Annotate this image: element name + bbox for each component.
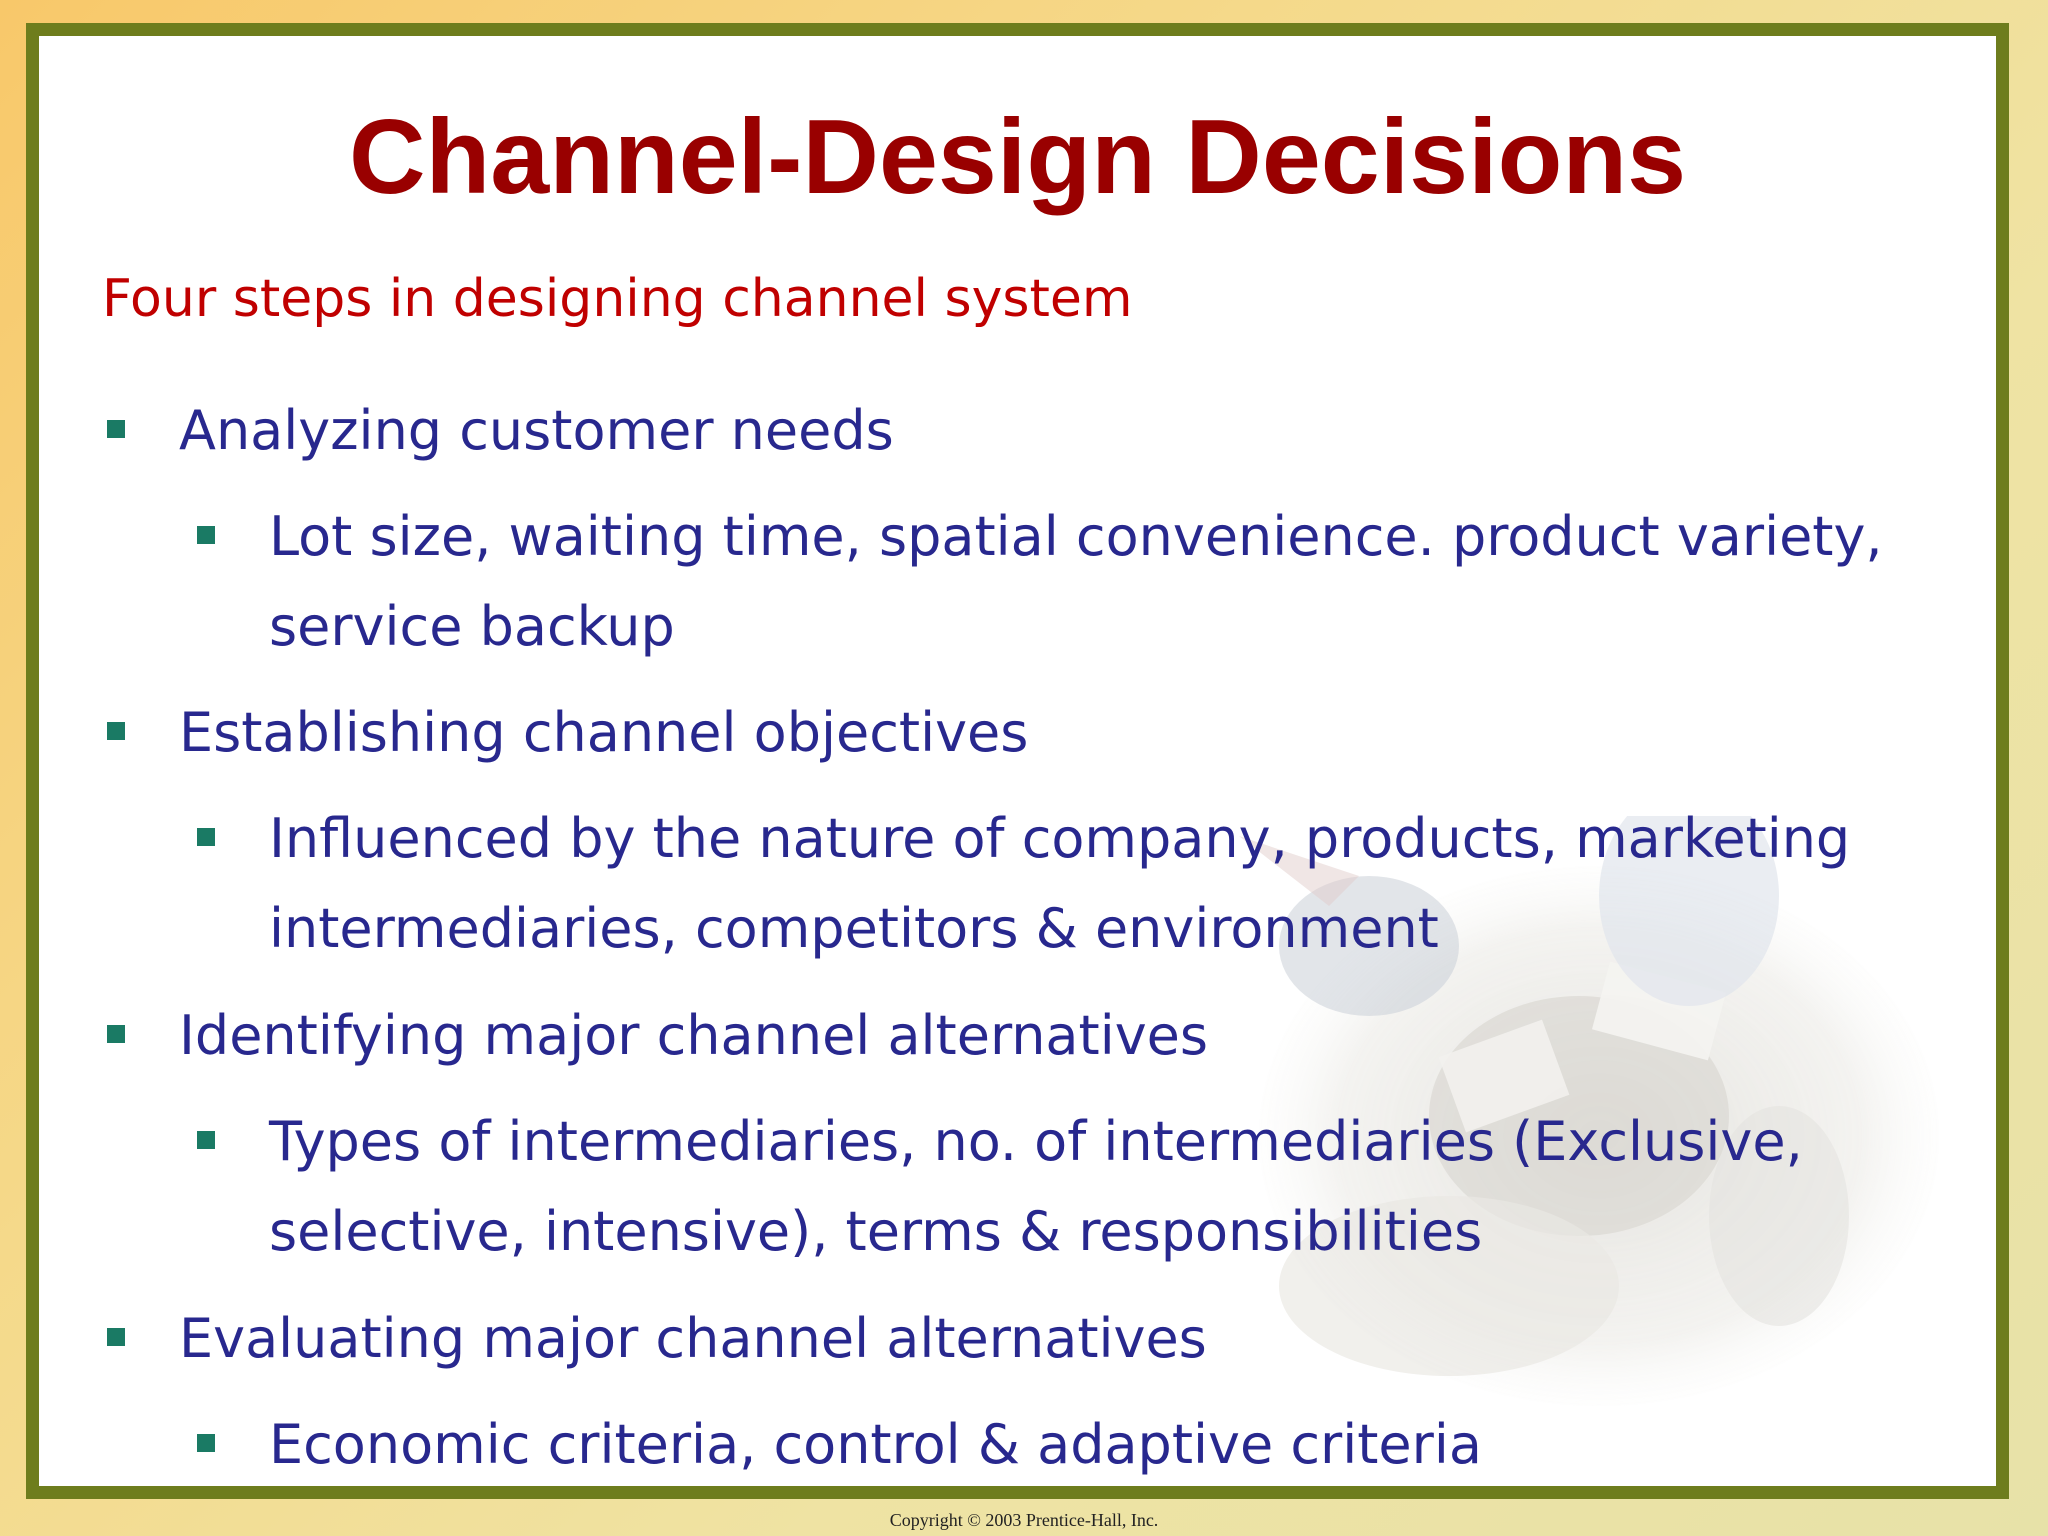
sub-item-text: Economic criteria, control & adaptive cr… <box>269 1413 1482 1476</box>
sub-item-text-line1: Influenced by the nature of company, pro… <box>269 807 1851 870</box>
sub-item-evaluation-criteria: Economic criteria, control & adaptive cr… <box>197 1400 1969 1486</box>
list-item-text: Evaluating major channel alternatives <box>179 1307 1207 1370</box>
sub-item-text-line1: Types of intermediaries, no. of intermed… <box>269 1110 1803 1173</box>
sub-item-text-line2: intermediaries, competitors & environmen… <box>269 897 1439 960</box>
copyright-notice: Copyright © 2003 Prentice-Hall, Inc. <box>889 1510 1159 1530</box>
sub-item-channel-objectives: Influenced by the nature of company, pro… <box>197 794 1969 974</box>
square-bullet-icon <box>197 1131 215 1149</box>
square-bullet-icon <box>197 1434 215 1452</box>
slide-title: Channel-Design Decisions <box>348 98 1687 216</box>
square-bullet-icon <box>107 420 125 438</box>
sub-item-text-line2: service backup <box>269 595 675 658</box>
sub-item-customer-needs: Lot size, waiting time, spatial convenie… <box>197 492 1969 672</box>
list-item-text: Establishing channel objectives <box>179 701 1029 764</box>
square-bullet-icon <box>107 1328 125 1346</box>
sub-item-text-line1: Lot size, waiting time, spatial convenie… <box>269 505 1883 568</box>
square-bullet-icon <box>197 828 215 846</box>
list-item-identifying-alternatives: Identifying major channel alternatives <box>107 991 1209 1081</box>
list-item-establishing-channel-objectives: Establishing channel objectives <box>107 688 1029 778</box>
list-item-text: Analyzing customer needs <box>179 399 894 462</box>
square-bullet-icon <box>107 1025 125 1043</box>
list-item-text: Identifying major channel alternatives <box>179 1004 1209 1067</box>
sub-item-text-line2: selective, intensive), terms & responsib… <box>269 1200 1483 1263</box>
square-bullet-icon <box>197 526 215 544</box>
slide-subtitle: Four steps in designing channel system <box>102 269 1133 329</box>
sub-item-channel-alternatives: Types of intermediaries, no. of intermed… <box>197 1097 1969 1277</box>
square-bullet-icon <box>107 722 125 740</box>
slide-frame: Channel-Design Decisions Four steps in d… <box>26 23 2009 1499</box>
list-item-evaluating-alternatives: Evaluating major channel alternatives <box>107 1294 1207 1384</box>
list-item-analyzing-customer-needs: Analyzing customer needs <box>107 386 894 476</box>
